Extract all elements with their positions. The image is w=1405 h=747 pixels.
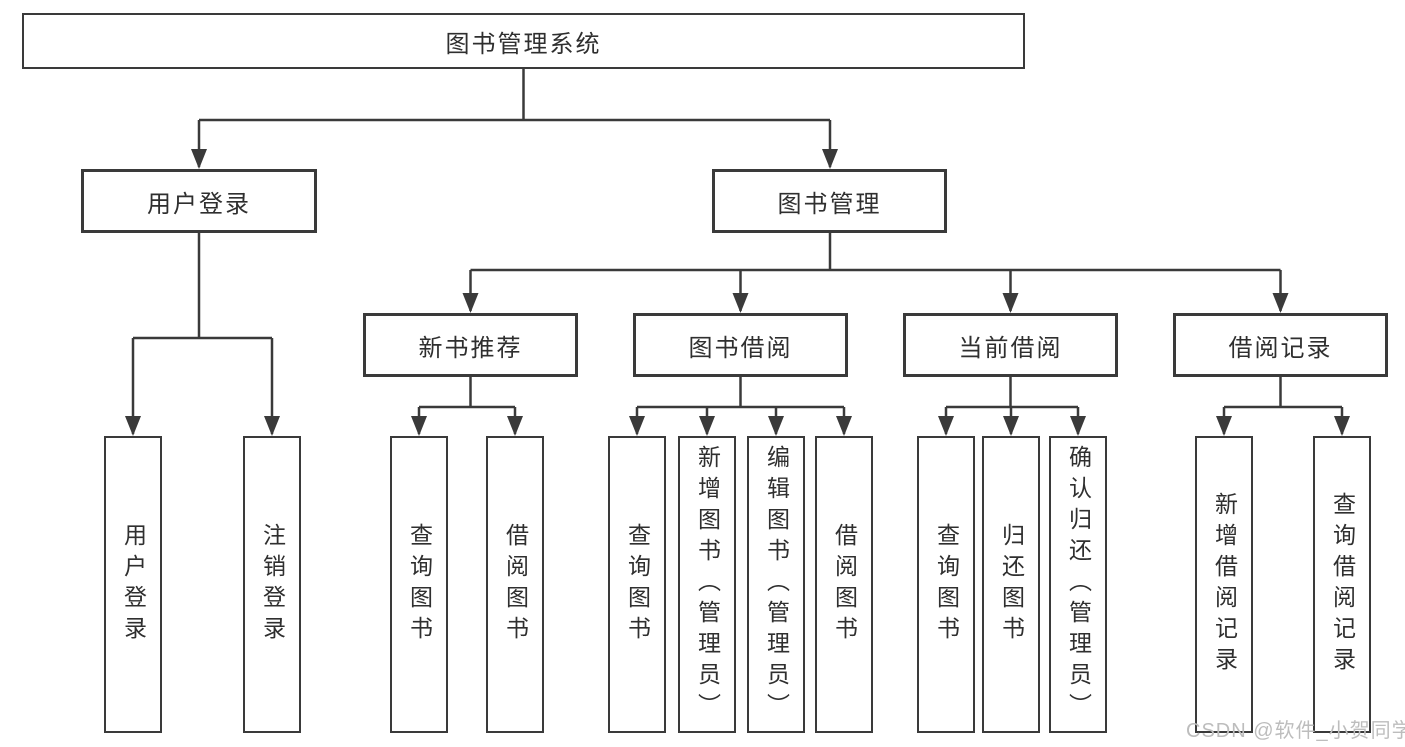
node-user-login: 用户登录 bbox=[81, 169, 317, 233]
node-book-management-label: 图书管理 bbox=[777, 190, 882, 218]
node-borrowing-records-label: 借阅记录 bbox=[1228, 334, 1333, 362]
leaf-user-login: 用户登录 bbox=[104, 436, 162, 733]
leaf-query-books-borrowing-label: 查询图书 bbox=[624, 522, 651, 647]
leaf-borrow-books: 借阅图书 bbox=[815, 436, 873, 733]
node-book-borrowing-label: 图书借阅 bbox=[688, 334, 793, 362]
leaf-add-borrow-record-label: 新增借阅记录 bbox=[1211, 491, 1238, 678]
leaf-query-borrow-record-label: 查询借阅记录 bbox=[1329, 491, 1356, 678]
node-current-borrowing-label: 当前借阅 bbox=[958, 334, 1063, 362]
leaf-logout-label: 注销登录 bbox=[259, 522, 286, 647]
node-new-book-recommend: 新书推荐 bbox=[363, 313, 578, 377]
leaf-query-books-recommend: 查询图书 bbox=[390, 436, 448, 733]
leaf-borrow-books-recommend: 借阅图书 bbox=[486, 436, 544, 733]
leaf-add-borrow-record: 新增借阅记录 bbox=[1195, 436, 1253, 733]
node-borrowing-records: 借阅记录 bbox=[1173, 313, 1388, 377]
leaf-edit-book-admin-label: 编辑图书（管理员） bbox=[763, 445, 790, 724]
leaf-query-books-current: 查询图书 bbox=[917, 436, 975, 733]
leaf-user-login-label: 用户登录 bbox=[120, 522, 147, 647]
leaf-edit-book-admin: 编辑图书（管理员） bbox=[747, 436, 805, 733]
leaf-borrow-books-recommend-label: 借阅图书 bbox=[502, 522, 529, 647]
leaf-query-borrow-record: 查询借阅记录 bbox=[1313, 436, 1371, 733]
leaf-logout: 注销登录 bbox=[243, 436, 301, 733]
leaf-return-book: 归还图书 bbox=[982, 436, 1040, 733]
node-book-borrowing: 图书借阅 bbox=[633, 313, 848, 377]
leaf-confirm-return-admin: 确认归还（管理员） bbox=[1049, 436, 1107, 733]
node-root-label: 图书管理系统 bbox=[445, 30, 602, 58]
node-book-management: 图书管理 bbox=[712, 169, 947, 233]
node-current-borrowing: 当前借阅 bbox=[903, 313, 1118, 377]
leaf-query-books-current-label: 查询图书 bbox=[933, 522, 960, 647]
node-root: 图书管理系统 bbox=[22, 13, 1025, 69]
csdn-watermark: CSDN @软件_小贺同学 bbox=[1186, 720, 1405, 742]
leaf-add-book-admin-label: 新增图书（管理员） bbox=[694, 445, 721, 724]
leaf-add-book-admin: 新增图书（管理员） bbox=[678, 436, 736, 733]
leaf-query-books-borrowing: 查询图书 bbox=[608, 436, 666, 733]
leaf-return-book-label: 归还图书 bbox=[998, 522, 1025, 647]
leaf-confirm-return-admin-label: 确认归还（管理员） bbox=[1065, 445, 1092, 724]
node-user-login-label: 用户登录 bbox=[147, 190, 251, 218]
leaf-borrow-books-label: 借阅图书 bbox=[831, 522, 858, 647]
node-new-book-recommend-label: 新书推荐 bbox=[418, 334, 523, 362]
leaf-query-books-recommend-label: 查询图书 bbox=[406, 522, 433, 647]
